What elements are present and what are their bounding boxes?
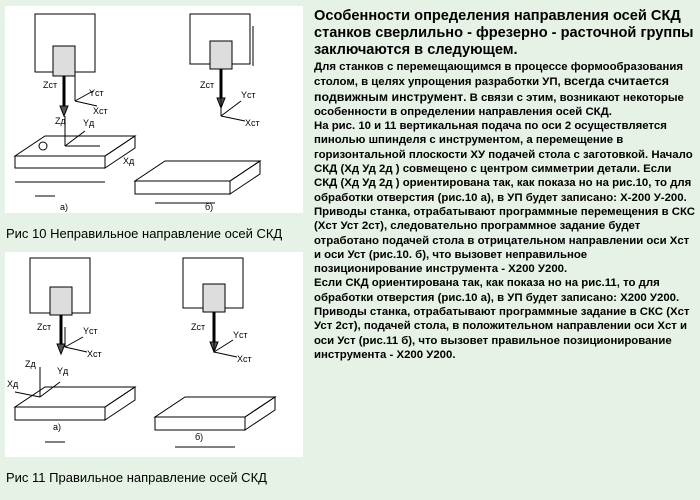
label-xst-11a: Xст bbox=[87, 349, 102, 359]
table-top-right-11 bbox=[153, 396, 277, 418]
paragraph-1-start: Для станков с перемещающимся в процессе … bbox=[314, 61, 684, 89]
figure-10-drawing: Zст Yст Xст Zд Yд Xд Zст Yст Xст а) б) bbox=[13, 13, 262, 212]
figure-11: Zст Yст Xст Zд Xд Yд Zст Yст Xст а) б) bbox=[5, 252, 303, 457]
label-xd-a: Xд bbox=[123, 156, 135, 166]
figure-11-caption: Рис 11 Правильное направление осей СКД bbox=[6, 470, 267, 485]
label-yst-b: Yст bbox=[241, 90, 256, 100]
label-zst-b: Zст bbox=[200, 80, 214, 90]
label-xd-11a: Xд bbox=[7, 379, 19, 389]
label-xst-a: Xст bbox=[93, 106, 108, 116]
fig10-sub-a: а) bbox=[60, 202, 68, 212]
label-zst-11a: Zст bbox=[37, 322, 51, 332]
figure-11-drawing: Zст Yст Xст Zд Xд Yд Zст Yст Xст а) б) bbox=[7, 257, 277, 448]
figure-10: Zст Yст Xст Zд Yд Xд Zст Yст Xст а) б) bbox=[5, 6, 303, 213]
label-zd-a: Zд bbox=[55, 116, 66, 126]
label-xst-b: Xст bbox=[245, 118, 260, 128]
label-yd-11a: Yд bbox=[57, 366, 69, 376]
figure-10-caption: Рис 10 Неправильное направление осей СКД bbox=[6, 226, 283, 241]
label-zst-a: Zст bbox=[43, 80, 57, 90]
label-xst-11b: Xст bbox=[237, 354, 252, 364]
label-yst-a: Yст bbox=[89, 88, 104, 98]
fig10-sub-b: б) bbox=[205, 202, 213, 212]
paragraph-2: На рис. 10 и 11 вертикальная подача по о… bbox=[314, 120, 695, 276]
label-zst-11b: Zст bbox=[191, 322, 205, 332]
paragraph-1: Для станков с перемещающимся в процессе … bbox=[314, 60, 696, 119]
article-heading: Особенности определения направления осей… bbox=[314, 8, 694, 58]
table-top-right bbox=[133, 160, 262, 182]
label-zd-11a: Zд bbox=[25, 359, 36, 369]
table-top-left-11 bbox=[13, 386, 137, 408]
label-yst-11b: Yст bbox=[233, 330, 248, 340]
paragraph-1-end: . В связи с этим, возникают некоторые ос… bbox=[314, 91, 684, 118]
paragraph-1-emphasis: всегда считается подвижным инструмент bbox=[314, 74, 669, 104]
label-yst-11a: Yст bbox=[83, 326, 98, 336]
paragraph-3: Если СКД ориентирована так, как показа н… bbox=[314, 277, 690, 361]
article-text: Особенности определения направления осей… bbox=[314, 8, 696, 362]
label-yd-a: Yд bbox=[83, 118, 95, 128]
fig11-sub-b: б) bbox=[195, 432, 203, 442]
fig11-sub-a: а) bbox=[53, 422, 61, 432]
